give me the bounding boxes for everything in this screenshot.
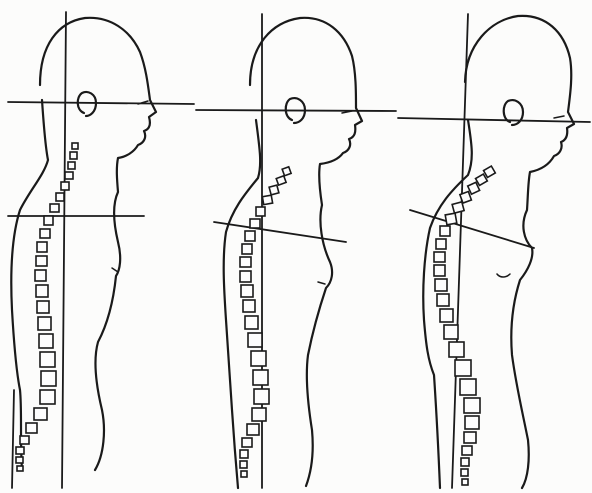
figure-2-vertebra <box>254 389 269 404</box>
figure-2-vertebra <box>242 438 252 447</box>
figure-3-vertebra <box>445 213 457 225</box>
figure-3-vertebra <box>436 239 446 249</box>
figure-2-vertebra <box>252 408 266 421</box>
figure-3-vertebra <box>455 360 471 376</box>
figure-1-vertebra <box>20 436 29 444</box>
figure-3-vertebra <box>440 309 453 322</box>
figure-2-vertebra <box>247 424 259 435</box>
figure-3-vertebra <box>462 446 472 455</box>
figure-2-eye-level-line <box>196 110 396 111</box>
figure-1-plumb-line <box>62 12 66 488</box>
figure-2-vertebra <box>245 316 258 329</box>
figure-1-back-line <box>12 390 14 488</box>
figure-3-chest-mark <box>497 274 510 277</box>
figure-1-vertebra <box>37 301 49 313</box>
figure-3-vertebra <box>452 202 464 213</box>
figure-2-vertebra <box>251 351 266 366</box>
figure-1-vertebra <box>68 162 75 169</box>
figure-2-vertebra <box>240 450 248 458</box>
figure-3-vertebra <box>464 398 480 413</box>
figure-3-vertebra <box>464 432 476 443</box>
figure-3-eye <box>554 116 564 118</box>
figure-1-ear <box>78 92 96 116</box>
figure-2-vertebra <box>248 333 262 347</box>
figure-1-vertebra <box>44 216 53 225</box>
figure-1-vertebra <box>36 285 48 297</box>
figure-3-vertebra <box>434 252 445 262</box>
figure-1-vertebra <box>40 390 55 404</box>
figure-3-vertebra <box>440 226 450 236</box>
figure-1-eye-level-line <box>8 102 194 104</box>
figure-3-outline <box>465 16 574 488</box>
figure-1-vertebra <box>17 466 23 471</box>
figure-3-vertebra <box>460 379 476 395</box>
figure-1-vertebra <box>36 256 47 266</box>
figure-1-vertebra <box>50 204 59 212</box>
figure-3-vertebra <box>435 279 447 291</box>
figure-2-vertebra <box>253 370 268 385</box>
figure-2-vertebra <box>241 285 253 297</box>
figure-1-vertebra <box>40 352 55 367</box>
figure-2-vertebra <box>240 257 251 267</box>
figure-1-vertebra <box>39 334 53 348</box>
figure-1-vertebra <box>34 408 47 420</box>
figure-2-vertebra <box>282 167 291 176</box>
figure-2-vertebra <box>256 207 265 216</box>
figure-1-vertebra <box>38 317 51 330</box>
figure-2 <box>196 14 396 488</box>
figure-3-spine <box>434 166 495 485</box>
figure-3-vertebra <box>449 342 464 357</box>
figure-1 <box>8 12 194 488</box>
figure-1-vertebra <box>41 371 56 386</box>
figure-2-vertebra <box>250 219 260 228</box>
figure-2-spine <box>240 167 291 477</box>
figure-2-vertebra <box>243 300 255 312</box>
figure-1-outline <box>40 18 156 470</box>
figure-2-vertebra <box>269 185 279 195</box>
figure-2-chest-mark <box>318 282 325 284</box>
figure-2-vertebra <box>240 271 251 282</box>
figure-1-vertebra <box>61 182 69 190</box>
figure-1-vertebra <box>37 242 47 252</box>
figure-3 <box>398 14 590 488</box>
figure-1-vertebra <box>65 172 73 179</box>
figure-2-vertebra <box>241 471 247 477</box>
figure-2-vertebra <box>276 176 286 185</box>
figure-3-vertebra <box>444 325 458 339</box>
figure-3-vertebra <box>434 265 445 276</box>
figure-2-vertebra <box>245 231 255 241</box>
figure-2-vertebra <box>242 244 252 254</box>
figure-2-vertebra <box>262 195 272 204</box>
figure-1-vertebra <box>26 423 37 433</box>
figure-3-vertebra <box>461 469 468 476</box>
figure-3-vertebra <box>437 294 449 306</box>
figure-2-vertebra <box>240 461 247 468</box>
figure-1-vertebra <box>70 152 77 159</box>
figure-1-vertebra <box>16 457 23 463</box>
figure-3-vertebra <box>465 416 479 429</box>
figure-1-spine <box>16 143 78 471</box>
figure-2-shoulder-line <box>214 222 346 242</box>
figure-3-vertebra <box>484 166 496 177</box>
figure-1-vertebra <box>72 143 78 149</box>
figure-1-vertebra <box>35 270 46 281</box>
figure-3-vertebra <box>462 479 468 485</box>
figure-1-vertebra <box>40 229 50 238</box>
figure-3-shoulder-line <box>410 210 534 248</box>
figure-1-chest-mark <box>112 268 118 272</box>
figure-1-vertebra <box>56 193 64 201</box>
figure-1-vertebra <box>16 447 24 454</box>
figure-3-eye-level-line <box>398 118 590 122</box>
figure-3-vertebra <box>461 458 469 466</box>
